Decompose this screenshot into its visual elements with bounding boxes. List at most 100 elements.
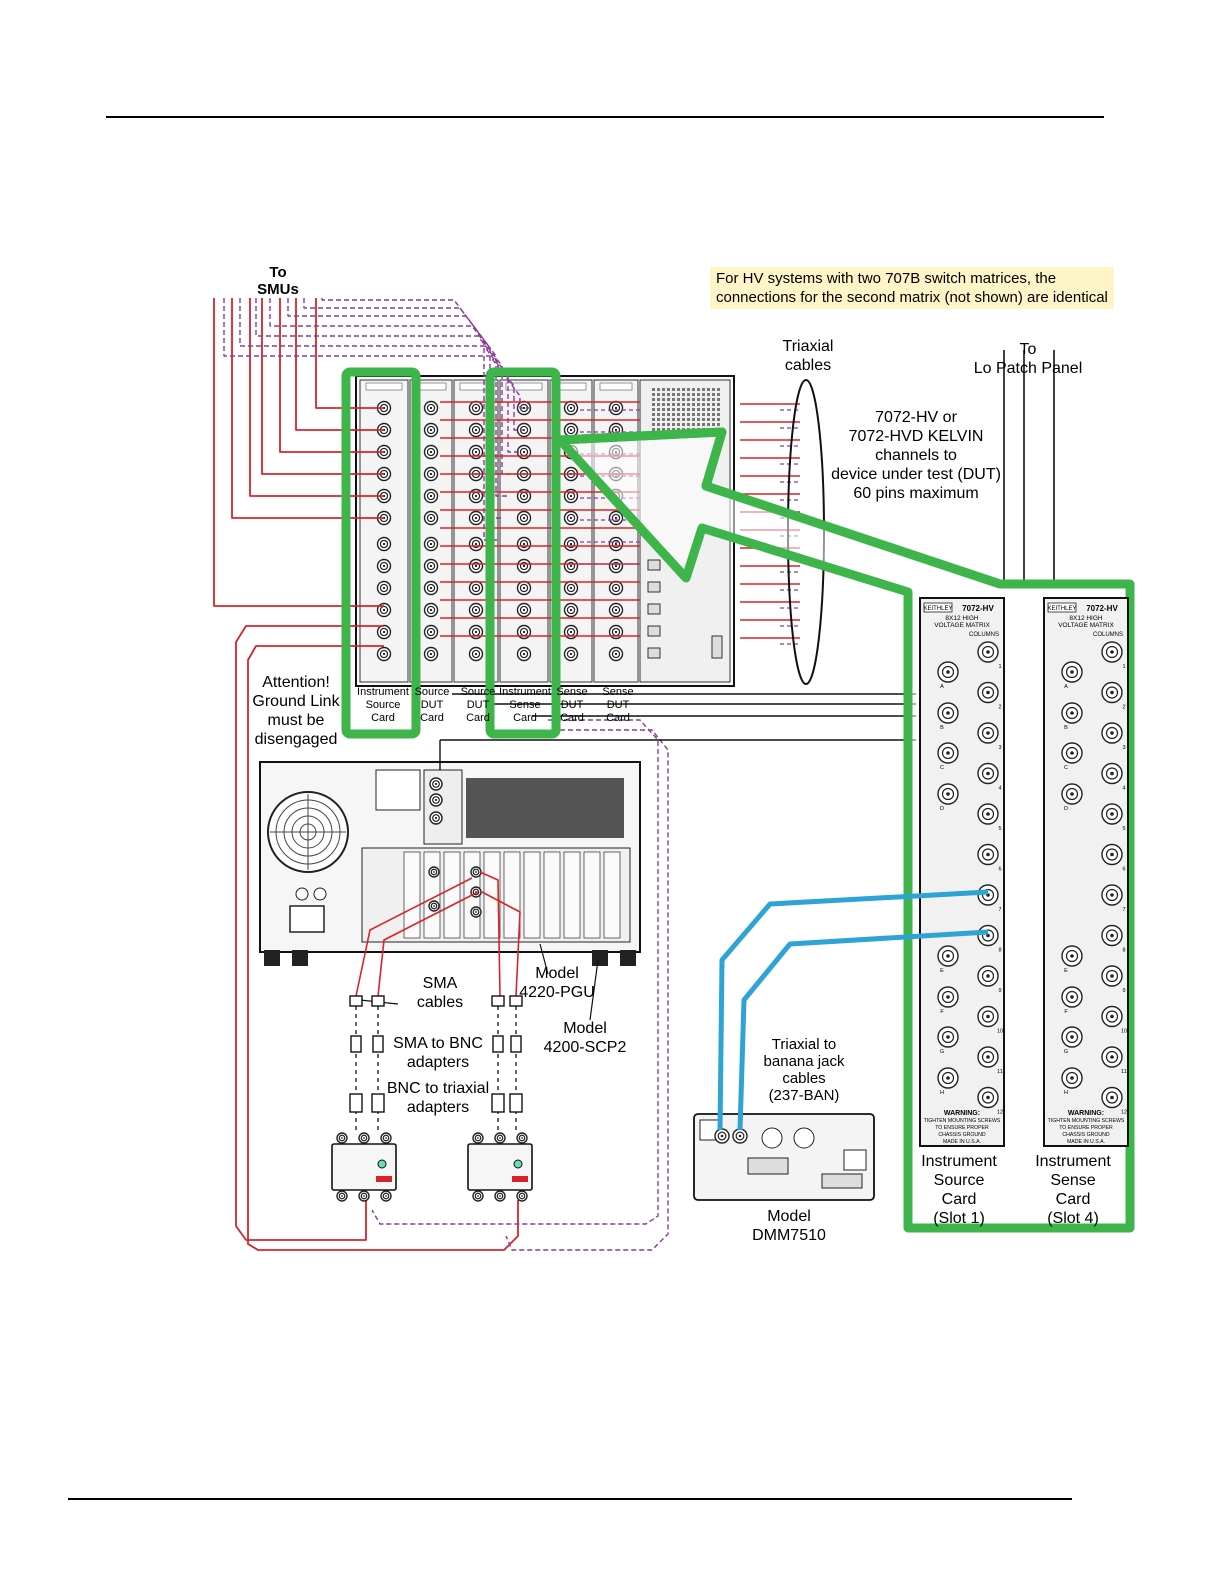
vent-hole (662, 388, 665, 391)
vent-hole (677, 388, 680, 391)
card-row-connector (1061, 702, 1083, 724)
triax-connector (608, 580, 624, 596)
chassis-foot (620, 950, 636, 966)
column-number: 9 (1122, 988, 1125, 994)
vent-hole (677, 423, 680, 426)
card-column-connector (977, 1046, 999, 1068)
connector-pin (986, 812, 990, 816)
card-brand-plate (365, 382, 403, 391)
chassis-foot (592, 950, 608, 966)
power-switch (295, 887, 309, 901)
triax-connector (468, 400, 484, 416)
note-line: connections for the second matrix (not s… (716, 289, 1108, 306)
card-column-connector (977, 884, 999, 906)
row-letter: C (940, 765, 944, 771)
card-column-connector (1101, 641, 1123, 663)
connector-pin (341, 1195, 343, 1197)
rpm-module-right (467, 1132, 533, 1202)
triax-connector (516, 558, 532, 574)
column-number: 1 (1122, 664, 1125, 670)
connector-pin (1070, 1076, 1074, 1080)
card-column-connector (977, 803, 999, 825)
vent-hole (692, 423, 695, 426)
vent-hole (667, 428, 670, 431)
connector-pin (986, 933, 990, 938)
smu-connector (428, 866, 440, 878)
row-letter: H (940, 1090, 944, 1096)
connector-pin (429, 630, 433, 634)
connector-pin (738, 1134, 742, 1138)
instrument-card-slot (603, 851, 621, 939)
vent-hole (652, 398, 655, 401)
connector-pin (382, 608, 386, 612)
triax-connector (516, 536, 532, 552)
row-letter: H (1064, 1090, 1068, 1096)
hv-systems-note: For HV systems with two 707B switch matr… (710, 267, 1114, 309)
vent-hole (662, 418, 665, 421)
triax-connector (423, 466, 439, 482)
connector-pin (522, 564, 526, 568)
top-rule (106, 116, 1104, 118)
smu-force-wire (231, 298, 384, 519)
connector-pin (382, 652, 386, 656)
connector-pin (522, 494, 526, 498)
row-letter: D (940, 806, 944, 812)
connector-pin (429, 516, 433, 520)
vent-hole (657, 418, 660, 421)
dmm-gpib (821, 1173, 863, 1189)
vent-hole (677, 413, 680, 416)
connector-pin (429, 608, 433, 612)
row-letter: F (1064, 1009, 1068, 1015)
connector-pin (522, 652, 526, 656)
card-column-connector (977, 843, 999, 866)
instrument-source-slot1-label: Instrument Source Card (Slot 1) (921, 1153, 997, 1227)
vent-hole (697, 418, 700, 421)
column-number: 6 (1122, 867, 1125, 873)
smu-force-wire (213, 298, 384, 607)
column-number: 4 (998, 786, 1001, 792)
vent-hole (662, 423, 665, 426)
vent-hole (707, 413, 710, 416)
vent-hole (672, 418, 675, 421)
connector-pin (521, 1195, 523, 1197)
warning-text: CHASSIS GROUND (938, 1132, 986, 1138)
connector-pin (429, 428, 433, 432)
column-number: 1 (998, 664, 1001, 670)
vent-hole (672, 403, 675, 406)
connector-pin (429, 472, 433, 476)
triax-connector (608, 536, 624, 552)
row-letter: A (940, 684, 944, 690)
sma-cable (377, 891, 479, 997)
connector-pin (1110, 690, 1114, 695)
card-column-connector (1101, 803, 1123, 825)
model-dmm7510-label: Model DMM7510 (752, 1208, 826, 1244)
vent-hole (707, 423, 710, 426)
column-number: 5 (998, 826, 1001, 832)
smu-sense-wire (255, 298, 522, 453)
vent-hole (682, 418, 685, 421)
connector-pin (522, 516, 526, 520)
row-letter: B (940, 725, 944, 731)
sma-cable (481, 891, 521, 997)
card-model-text: 7072-HV (1086, 604, 1118, 613)
vent-hole (692, 403, 695, 406)
connector-pin (474, 586, 478, 590)
connector-pin (522, 542, 526, 546)
vent-hole (667, 423, 670, 426)
vent-hole (687, 393, 690, 396)
instrument-card-slot (403, 851, 421, 939)
triax-connector (376, 558, 392, 574)
vent-hole (672, 408, 675, 411)
vent-hole (697, 423, 700, 426)
connector-pin (569, 608, 573, 612)
connector-pin (429, 652, 433, 656)
module-output-connector (472, 1190, 484, 1202)
highlight-instrument-source-card (341, 367, 421, 739)
column-number: 6 (998, 867, 1001, 873)
card-column-connector (1101, 924, 1123, 947)
card-column-connector (977, 1005, 999, 1028)
vent-hole (702, 413, 705, 416)
connector-pin (474, 516, 478, 520)
vent-hole (702, 393, 705, 396)
module-body (467, 1143, 533, 1191)
